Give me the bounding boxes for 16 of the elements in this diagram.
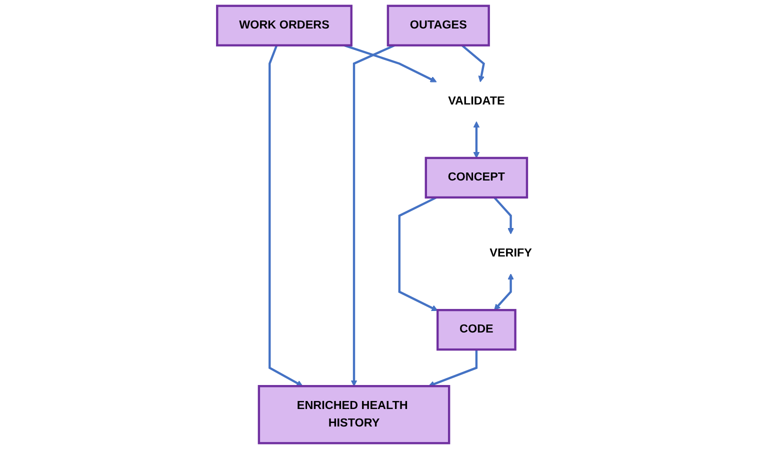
node-text: VERIFY bbox=[490, 247, 532, 260]
node-box: CODE bbox=[436, 308, 516, 351]
node-box: ENRICHED HEALTH HISTORY bbox=[258, 385, 450, 444]
arrow bbox=[344, 44, 437, 82]
arrow bbox=[428, 350, 478, 388]
arrow bbox=[473, 121, 480, 158]
node-box: CONCEPT bbox=[424, 156, 528, 199]
arrow bbox=[494, 274, 514, 310]
arrow bbox=[461, 44, 485, 82]
arrow bbox=[398, 196, 438, 311]
node-box: OUTAGES bbox=[386, 4, 490, 46]
arrow bbox=[350, 44, 396, 386]
node-text: VALIDATE bbox=[448, 95, 505, 108]
arrow bbox=[268, 44, 303, 386]
arrow bbox=[493, 196, 514, 234]
node-box: WORK ORDERS bbox=[216, 4, 352, 46]
